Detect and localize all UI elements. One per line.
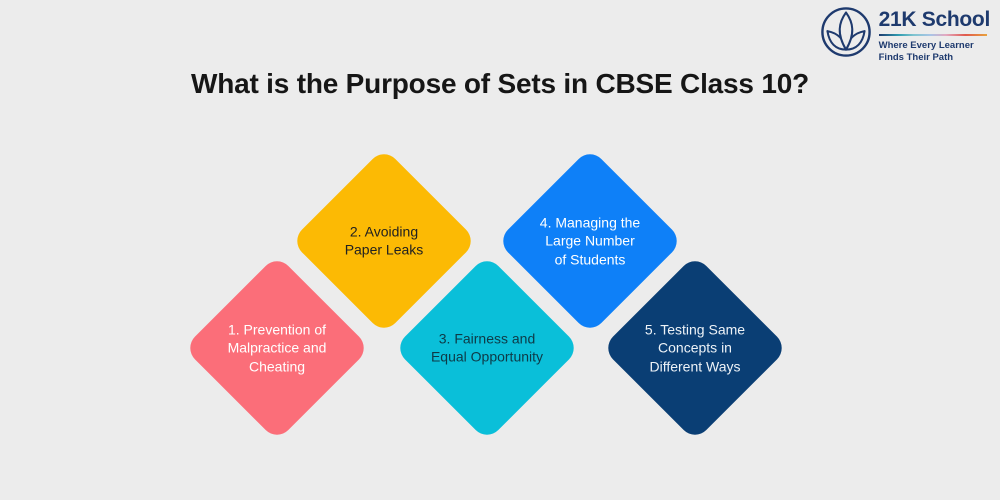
diamond-label: 2. Avoiding Paper Leaks [344,223,424,258]
logo-tagline: Where Every Learner Finds Their Path [879,40,990,65]
logo-text-block: 21K School Where Every Learner Finds The… [878,6,991,65]
diamond-label: 4. Managing the Large Number of Students [539,214,641,268]
diamond-label: 5. Testing Same Concepts in Different Wa… [644,321,746,375]
logo-gradient-divider [878,34,987,37]
logo-tagline-line1: Where Every Learner [878,40,974,52]
lotus-icon [820,7,871,57]
diamond-label: 1. Prevention of Malpractice and Cheatin… [227,321,327,375]
brand-logo: 21K School Where Every Learner Finds The… [820,6,990,65]
logo-tagline-line2: Finds Their Path [878,52,954,64]
page-title: What is the Purpose of Sets in CBSE Clas… [190,68,810,99]
diamond-label: 3. Fairness and Equal Opportunity [430,330,544,365]
logo-name: 21K School [878,8,991,31]
